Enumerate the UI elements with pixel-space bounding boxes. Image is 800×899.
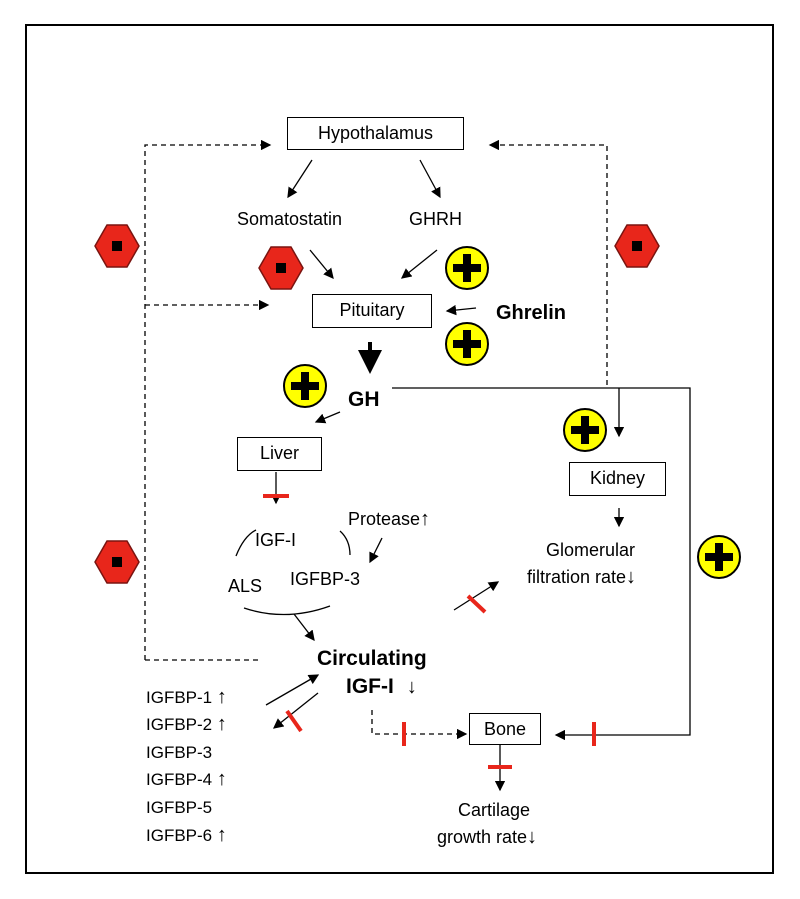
igfbp-name: IGFBP-2 <box>146 715 213 734</box>
stimulate-badge-ghrh <box>445 246 489 290</box>
igfbp1-to-circulating <box>265 674 320 706</box>
ghrh-to-pituitary <box>400 249 438 279</box>
hypo-to-somatostatin <box>287 159 313 199</box>
igfbp-list-item: IGFBP-2 ↑ <box>146 713 227 736</box>
hypothalamus-box: Hypothalamus <box>287 117 464 150</box>
feedback-right-to-hypothalamus <box>488 139 608 385</box>
cartilage-label-line1: Cartilage <box>458 800 531 820</box>
kidney-box: Kidney <box>569 462 666 496</box>
somatostatin-to-pituitary <box>309 249 334 280</box>
igfbp-name: IGFBP-1 <box>146 688 213 707</box>
inhibit-badge-left-bottom <box>94 540 140 584</box>
igfbp-name: IGFBP-4 <box>146 770 213 789</box>
ghrh-label: GHRH <box>409 209 462 229</box>
somatostatin-label: Somatostatin <box>237 209 343 229</box>
igfbp-trend-arrow: ↑ <box>216 713 227 735</box>
glomerular-text-line2: filtration rate <box>527 567 627 587</box>
stimulate-badge-bone <box>697 535 741 579</box>
block-mark-glomerular <box>466 594 487 614</box>
pituitary-box: Pituitary <box>312 294 432 328</box>
stimulate-badge-ghrelin <box>445 322 489 366</box>
circulating-text-line2: IGF-I <box>346 675 394 698</box>
circulating-to-glomerular <box>453 581 500 611</box>
igfbp-name: IGFBP-6 <box>146 826 213 845</box>
liver-box: Liver <box>237 437 322 471</box>
igfbp-list-item: IGFBP-1 ↑ <box>146 686 227 709</box>
complex-to-circulating <box>293 613 315 642</box>
stimulate-badge-kidney <box>563 408 607 452</box>
circulating-to-igfbp2 <box>272 692 319 729</box>
igfbp-trend-arrow: ↑ <box>216 686 227 708</box>
igfbp3-complex-label: IGFBP-3 <box>290 569 361 589</box>
glomerular-label-line1: Glomerular <box>546 540 636 560</box>
protease-to-igfbp3 <box>369 537 383 564</box>
igfbp-trend-arrow: ↑ <box>216 768 227 790</box>
igfbp-list-item: IGFBP-3 <box>146 741 212 764</box>
cartilage-label-line2: growth rate↓ <box>437 826 537 849</box>
igfbp-name: IGFBP-5 <box>146 798 213 817</box>
inhibit-badge-right <box>614 224 660 268</box>
bone-box: Bone <box>469 713 541 745</box>
hypo-to-ghrh <box>419 159 441 199</box>
protease-up-arrow: ↑ <box>420 508 431 530</box>
igfbp-list-item: IGFBP-5 <box>146 796 212 819</box>
feedback-left-to-hypothalamus <box>144 139 272 660</box>
igfbp-name: IGFBP-3 <box>146 743 213 762</box>
inhibit-badge-somatostatin <box>258 246 304 290</box>
complex-arc-bottom <box>243 605 331 616</box>
igfbp-trend-arrow: ↑ <box>216 824 227 846</box>
als-label: ALS <box>228 576 263 596</box>
diagram-frame <box>25 24 774 874</box>
glomerular-down-arrow: ↓ <box>626 566 637 588</box>
igfbp-list-item: IGFBP-4 ↑ <box>146 768 227 791</box>
ghrelin-label: Ghrelin <box>496 302 567 324</box>
protease-text: Protease <box>348 509 421 529</box>
complex-arc-igf <box>235 529 257 557</box>
circulating-label-line2: IGF-I ↓ <box>346 675 417 699</box>
complex-arc-right <box>339 530 351 556</box>
circulating-to-bone <box>371 710 468 740</box>
cartilage-text-line2: growth rate <box>437 827 528 847</box>
gh-to-liver <box>314 411 341 424</box>
protease-label: Protease↑ <box>348 508 430 531</box>
block-marks <box>263 494 596 769</box>
gh-label: GH <box>348 388 380 411</box>
circulating-label-line1: Circulating <box>317 647 427 670</box>
igf1-label: IGF-I <box>255 530 296 550</box>
gh-to-kidney-line <box>392 387 691 741</box>
cartilage-down-arrow: ↓ <box>527 826 538 848</box>
ghrelin-to-pituitary <box>445 304 477 316</box>
block-mark-igfbp2 <box>285 709 303 733</box>
circulating-down-arrow: ↓ <box>406 676 417 698</box>
igfbp-list-item: IGFBP-6 ↑ <box>146 824 227 847</box>
inhibit-badge-left-top <box>94 224 140 268</box>
glomerular-label-line2: filtration rate↓ <box>527 566 636 589</box>
stimulate-badge-gh <box>283 364 327 408</box>
